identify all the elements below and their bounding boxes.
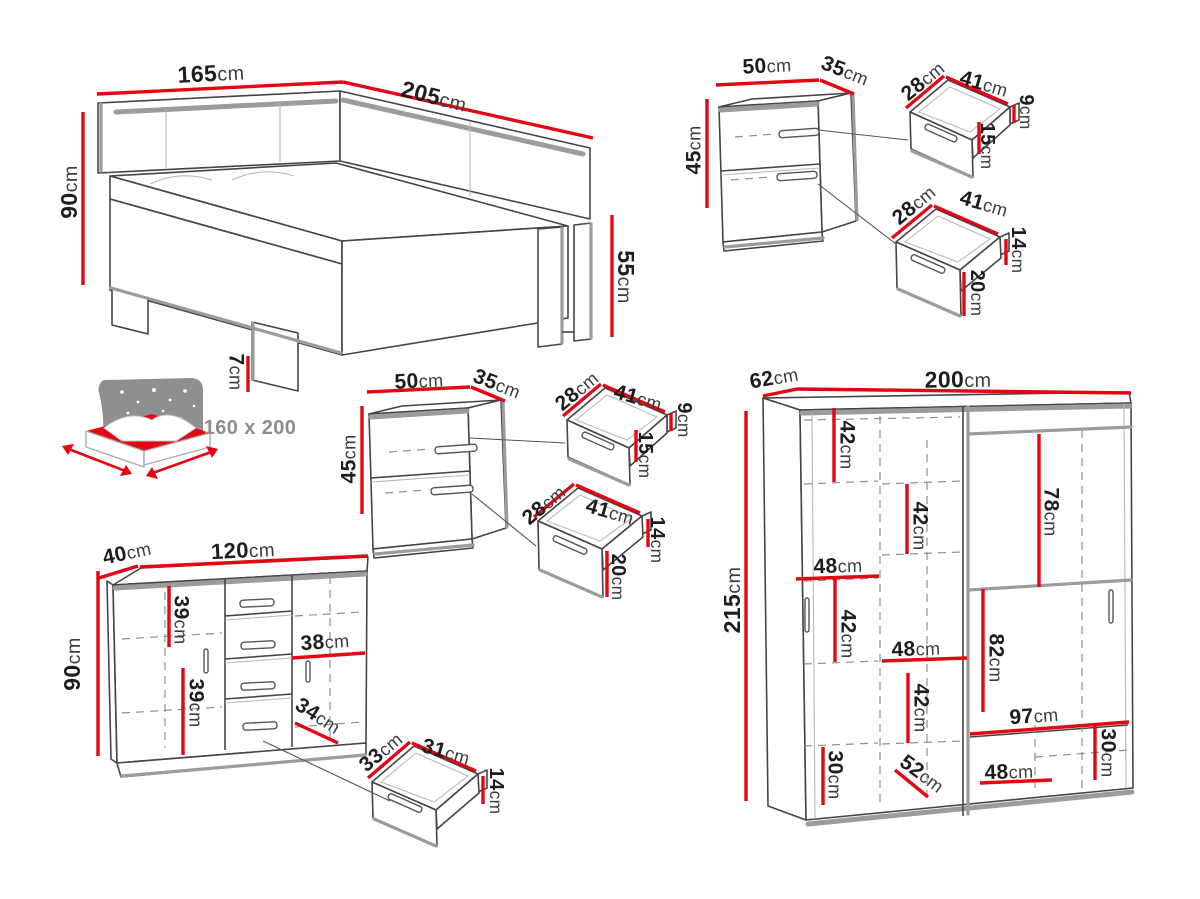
chest-drawer <box>371 745 488 848</box>
connector-right-drawer-bottom <box>817 183 897 245</box>
bed-drawing <box>97 90 593 392</box>
bed-dimension-lines <box>81 80 614 392</box>
nightstand-middle-dimension-lines <box>360 382 673 597</box>
wardrobe-drawing <box>762 391 1135 827</box>
bed-icon <box>62 374 218 479</box>
wardrobe-dimension-lines <box>744 387 1132 805</box>
connector-right-drawer-top <box>817 129 909 141</box>
nightstand-middle-drawing <box>368 399 509 559</box>
nightstand-middle-drawer-top <box>566 387 677 487</box>
connector-chest-drawer <box>262 740 391 802</box>
nightstand-right-drawer-bottom <box>895 208 1010 318</box>
nightstand-right-drawing <box>718 92 859 252</box>
nightstand-right-drawer-top <box>909 79 1020 179</box>
connector-middle-drawer-bottom <box>471 493 537 547</box>
nightstand-middle-drawer-bottom <box>537 487 652 599</box>
connector-middle-drawer-top <box>469 437 566 444</box>
chest-dimension-lines <box>96 554 485 804</box>
chest-drawing <box>106 556 369 778</box>
nightstand-right-dimension-lines <box>705 74 1016 316</box>
